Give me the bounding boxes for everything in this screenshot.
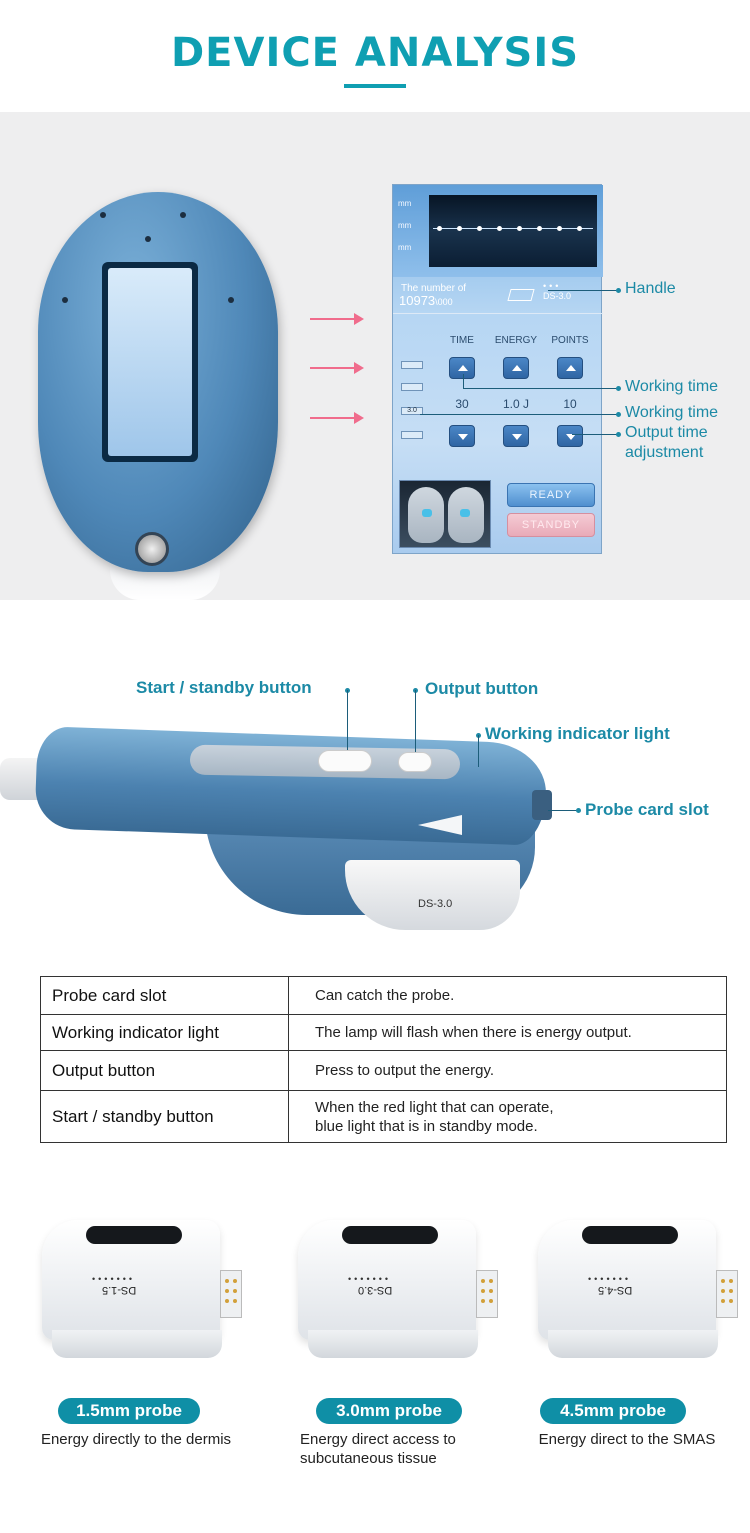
spec-name: Probe card slot [40,976,289,1015]
screw-dot [145,236,151,242]
probe-image-2: •••••••DS-3.0 [298,1190,498,1370]
device-mini-screen [102,262,198,462]
callout-working-time-2: Working time [625,404,719,421]
ultrasound-scan [429,195,597,267]
table-row: Start / standby button When the red ligh… [40,1090,727,1143]
time-down-button[interactable] [449,425,475,447]
probe-title-1: 1.5mm probe [58,1398,200,1424]
column-label-energy: ENERGY [494,335,538,346]
probe-title-3: 4.5mm probe [540,1398,686,1424]
shot-count-label: The number of [401,283,467,294]
points-up-button[interactable] [557,357,583,379]
label-output-button: Output button [425,679,539,698]
side-indicator [401,361,423,369]
side-badge: 3.0 [401,407,423,415]
time-up-button[interactable] [449,357,475,379]
treatment-area-image [399,480,491,548]
energy-value: 1.0 J [502,397,529,411]
mm-label: mm [398,199,412,208]
release-tab [418,815,462,835]
probe-slot [532,790,552,820]
device-knob [135,532,169,566]
pointer-arrow-icon [310,412,364,424]
handle-icon [507,289,535,301]
spec-desc: Press to output the energy. [288,1050,727,1091]
screw-dot [62,297,68,303]
energy-up-button[interactable] [503,357,529,379]
spec-desc: When the red light that can operate, blu… [288,1090,727,1143]
screw-dot [228,297,234,303]
mm-label: mm [398,243,412,252]
start-standby-button[interactable] [318,750,372,772]
label-working-indicator: Working indicator light [485,724,670,743]
output-button[interactable] [398,752,432,772]
label-start-standby: Start / standby button [136,678,312,697]
points-value: 10 [563,397,577,411]
spec-desc: Can catch the probe. [288,976,727,1015]
spec-desc: The lamp will flash when there is energy… [288,1014,727,1051]
spec-name: Output button [40,1050,289,1091]
screw-dot [180,212,186,218]
probe-desc-1: Energy directly to the dermis [40,1431,232,1448]
table-row: Probe card slot Can catch the probe. [40,976,727,1015]
ready-button[interactable]: READY [507,483,595,507]
callout-adjustment: adjustment [625,444,704,461]
label-probe-slot: Probe card slot [585,800,709,819]
cartridge [345,860,520,930]
device-screen-section: mm mm mm The number of 10973\000 •• [0,112,750,600]
header: DEVICE ANALYSIS [0,0,750,112]
touch-screen-closeup: mm mm mm The number of 10973\000 •• [392,184,603,554]
probe-title-2: 3.0mm probe [316,1398,462,1424]
spec-name: Start / standby button [40,1090,289,1143]
table-row: Working indicator light The lamp will fl… [40,1014,727,1051]
column-label-time: TIME [450,335,474,346]
probe-name: DS-3.0 [543,291,572,301]
points-down-button[interactable] [557,425,583,447]
table-row: Output button Press to output the energy… [40,1050,727,1091]
spec-table: Probe card slot Can catch the probe. Wor… [40,976,727,1143]
handpiece-body-image [34,726,548,846]
spec-name: Working indicator light [40,1014,289,1051]
column-label-points: POINTS [551,335,589,346]
standby-button[interactable]: STANDBY [507,513,595,537]
pointer-arrow-icon [310,313,364,325]
cartridge-label: DS-3.0 [418,898,453,910]
probe-image-1: •••••••DS-1.5 [42,1190,242,1370]
callout-working-time-1: Working time [625,378,719,395]
mm-label: mm [398,221,412,230]
time-value: 30 [455,397,469,411]
probe-dots-icon: ••• [543,281,562,291]
side-indicator [401,431,423,439]
probe-desc-3: Energy direct to the SMAS [538,1431,716,1448]
probe-image-3: •••••••DS-4.5 [538,1190,738,1370]
callout-output-time: Output time [625,424,708,441]
energy-down-button[interactable] [503,425,529,447]
title-underline [344,84,406,88]
screw-dot [100,212,106,218]
pointer-arrow-icon [310,362,364,374]
shot-count-value: 10973\000 [399,293,453,308]
callout-handle: Handle [625,280,676,297]
side-indicator [401,383,423,391]
scan-area: mm mm mm [393,185,603,277]
page-title: DEVICE ANALYSIS [170,30,580,76]
